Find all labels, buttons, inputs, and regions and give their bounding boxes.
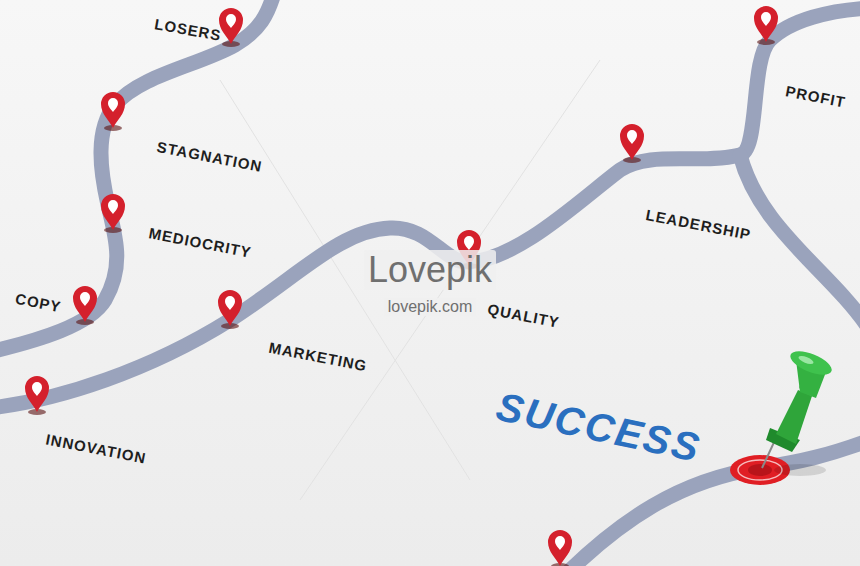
road xyxy=(0,0,275,352)
map-pin xyxy=(25,376,49,415)
road-label: PROFIT xyxy=(783,83,846,111)
road xyxy=(560,440,860,566)
watermark: Lovepik xyxy=(364,250,496,290)
push-pin xyxy=(730,346,835,485)
map-pin xyxy=(620,124,644,163)
map-pin xyxy=(73,286,97,325)
road xyxy=(0,8,860,408)
road-label: QUALITY xyxy=(486,301,561,331)
road-label: COPY xyxy=(14,290,63,315)
road-label: LEADERSHIP xyxy=(644,207,752,244)
map-pin xyxy=(101,194,125,233)
road-label: LOSERS xyxy=(153,16,223,44)
road-label: INNOVATION xyxy=(44,431,147,467)
map-pin xyxy=(101,92,125,131)
map-pin xyxy=(218,290,242,329)
road-label: MEDIOCRITY xyxy=(147,225,252,261)
map-pin xyxy=(548,530,572,566)
road-label: MARKETING xyxy=(267,339,368,374)
map-pin xyxy=(754,6,778,45)
road-label: STAGNATION xyxy=(155,139,263,176)
watermark: lovepik.com xyxy=(384,298,476,316)
map-pins xyxy=(25,6,778,566)
road xyxy=(740,155,860,330)
headline-label: SUCCESS xyxy=(493,384,705,470)
